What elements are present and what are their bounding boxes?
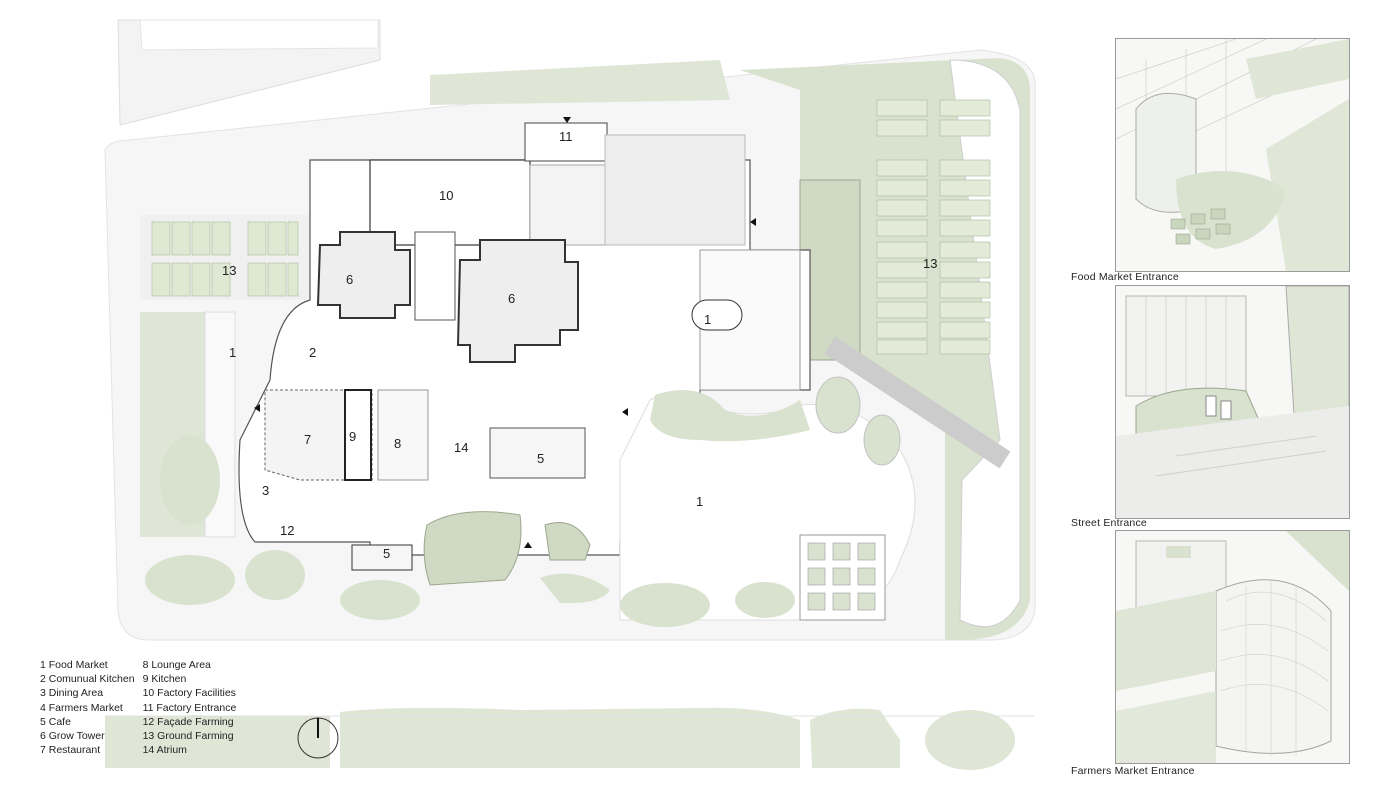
south-green-blob-1 [540,573,610,604]
south-tree-1 [150,715,240,755]
entrance-arrow-icon [563,117,571,123]
legend-item: 12 Façade Farming [142,715,234,728]
axonometric-drawing [1116,286,1349,518]
tree-planter-2 [863,414,901,466]
south-green-blob-5 [620,583,710,627]
label-atrium: 14 [454,440,468,455]
label-cafe: 5 [537,451,544,466]
north-green-strip [430,60,730,105]
west-farm-beds [151,221,299,297]
view-caption: Farmers Market Entrance [1071,765,1195,777]
cafe-zone [489,427,586,479]
label-food-market-west: 1 [229,345,236,360]
south-planter-small [544,522,591,561]
label-facade-farming: 12 [280,523,294,538]
label-lounge-area: 8 [394,436,401,451]
label-cafe-kiosk: 5 [383,546,390,561]
grow-tower-left [316,231,411,319]
south-tree-2 [925,710,1015,770]
courtyard-planter [650,390,810,442]
east-farm-beds [876,99,991,355]
south-green-strip-right [810,708,900,768]
legend: 1 Food Market 2 Comunual Kitchen 3 Dinin… [40,658,236,757]
label-factory-facilities: 10 [439,188,453,203]
legend-item: 1 Food Market [40,659,108,671]
food-market-counter [691,299,743,331]
entrance-arrow-icon [524,542,532,548]
legend-item: 8 Lounge Area [142,659,211,671]
label-factory-entrance: 11 [559,129,573,144]
legend-item: 14 Atrium [142,744,187,757]
legend-item: 2 Comunual Kitchen [40,673,135,686]
legend-item: 4 Farmers Market [40,701,123,714]
legend-item: 13 Ground Farming [142,730,234,743]
legend-item: 11 Factory Entrance [142,701,237,714]
legend-item: 7 Restaurant [40,744,101,757]
view-caption: Street Entrance [1071,517,1147,529]
label-food-market-center: 1 [704,312,711,327]
legend-column-2: 8 Lounge Area 9 Kitchen 10 Factory Facil… [143,658,237,757]
planting-grid-cells [807,542,876,611]
service-yard [604,134,746,246]
view-farmers-market-entrance [1115,530,1350,764]
legend-item: 10 Factory Facilities [142,687,236,700]
label-ground-farming-west: 13 [222,263,236,278]
axonometric-drawing [1116,531,1349,763]
axonometric-drawing [1116,39,1349,271]
label-ground-farming-east: 13 [923,256,937,271]
site-plan: 1 1 1 2 3 5 5 6 6 7 8 9 10 11 12 13 13 1… [104,19,1036,770]
legend-item: 6 Grow Tower [40,730,105,743]
neighbor-building-roof [139,19,379,51]
label-restaurant: 7 [304,432,311,447]
cafe-kiosk [351,544,413,571]
entrance-arrow-icon [622,408,628,416]
west-green-blob [160,435,220,525]
south-green-blob-3 [245,550,305,600]
south-green-strip-middle [340,707,800,768]
kitchen [344,389,372,481]
label-grow-tower-left: 6 [346,272,353,287]
stair-core [414,231,456,321]
entrance-arrow-icon [254,404,260,412]
view-caption: Food Market Entrance [1071,271,1179,283]
south-plaza-planter [423,511,522,586]
south-green-blob-4 [340,580,420,620]
legend-item: 3 Dining Area [40,687,104,700]
south-green-blob-6 [735,582,795,618]
factory-entrance [524,122,608,162]
legend-column-1: 1 Food Market 2 Comunual Kitchen 3 Dinin… [40,658,135,757]
label-communal-kitchen: 2 [309,345,316,360]
tree-planter-1 [815,376,861,434]
view-food-market-entrance [1115,38,1350,272]
view-street-entrance [1115,285,1350,519]
grow-tower-right [456,239,579,363]
east-crosswalk [824,336,1011,469]
legend-item: 5 Cafe [40,715,71,728]
east-path [949,59,1021,628]
label-grow-tower-right: 6 [508,291,515,306]
entrance-arrow-icon [750,218,756,226]
south-green-blob-2 [145,555,235,605]
label-dining-area: 3 [262,483,269,498]
factory-wing [529,164,606,246]
label-kitchen: 9 [349,429,356,444]
lounge-area [377,389,429,481]
label-food-market-south: 1 [696,494,703,509]
legend-item: 9 Kitchen [142,673,187,686]
